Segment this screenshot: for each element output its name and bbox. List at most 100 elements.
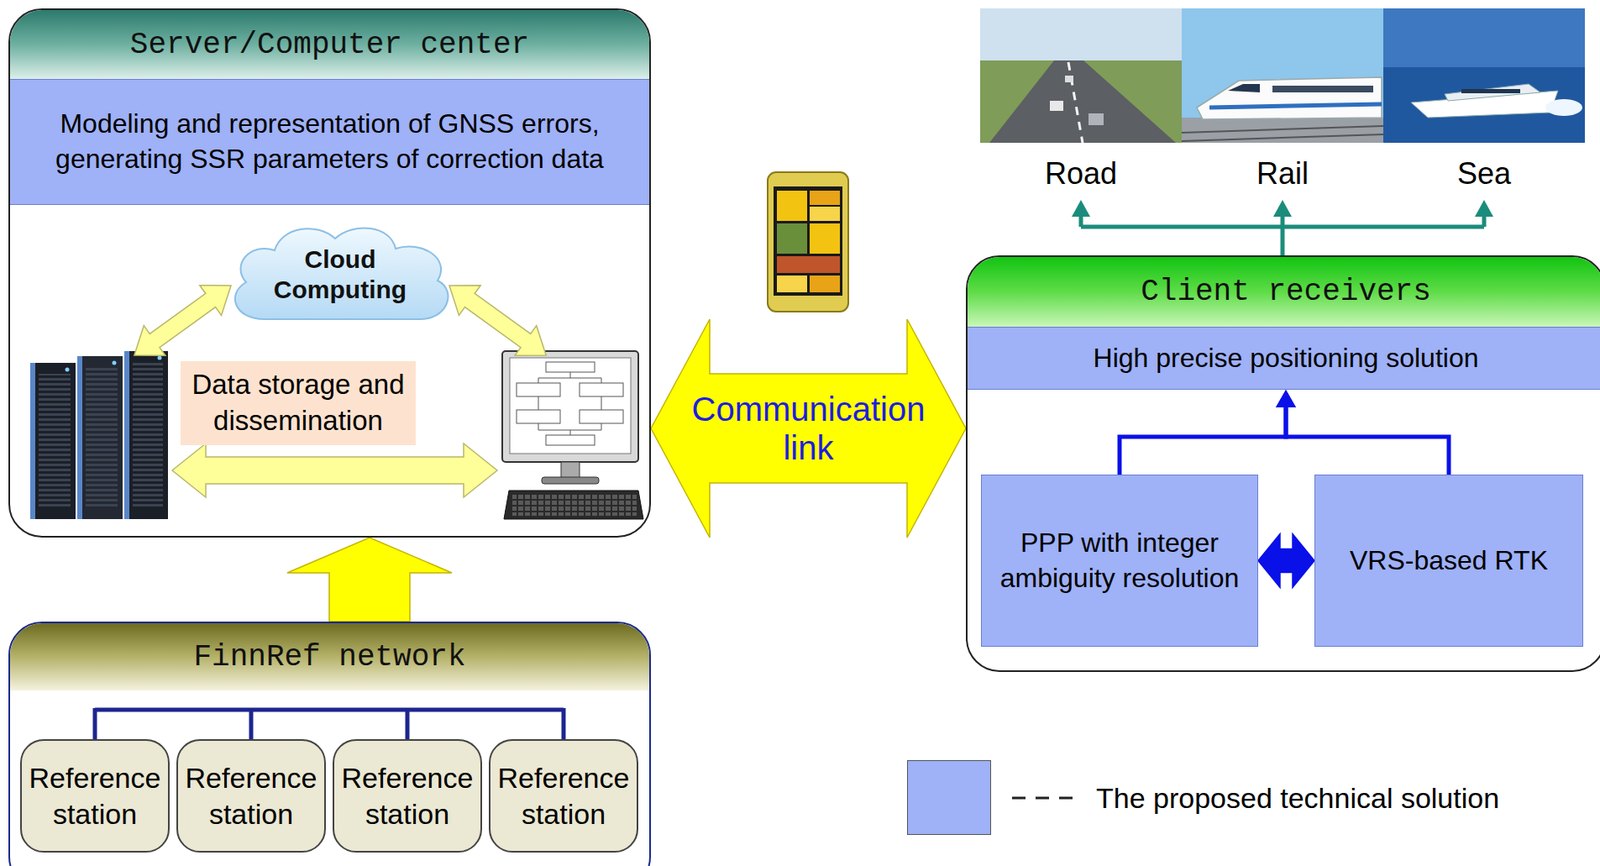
road-photo — [1049, 100, 1064, 111]
server-rack — [77, 356, 83, 520]
legend-dash-sample — [1012, 797, 1080, 799]
block-arrow — [650, 319, 966, 538]
block-arrow — [1258, 534, 1315, 588]
solution-band: High precise positioning solution — [967, 326, 1600, 390]
box-text: Reference station — [495, 760, 632, 832]
link-label: Communication link — [682, 389, 935, 467]
network-panel: FinnRef networkReference station Referenc… — [8, 621, 651, 866]
smartphone-icon — [767, 172, 849, 312]
block-arrow — [287, 537, 452, 622]
panel-header: Server/Computer center — [10, 10, 650, 79]
server-rack — [112, 361, 117, 366]
arrow-head — [1275, 389, 1296, 408]
rail-photo — [1181, 125, 1384, 133]
smartphone-icon — [809, 206, 840, 221]
mode-label: Sea — [1391, 156, 1577, 191]
server-rack — [30, 362, 36, 520]
sea-photo — [1383, 67, 1585, 143]
server-rack — [30, 362, 76, 520]
computer-monitor — [503, 490, 644, 520]
road-photo — [1064, 75, 1074, 83]
server-rack — [132, 361, 163, 509]
flow-arrow — [1119, 406, 1286, 475]
sea-photo — [1383, 8, 1585, 68]
computer-monitor — [538, 372, 602, 436]
server-center-panel: Server/Computer centerModeling and repre… — [8, 8, 651, 538]
smartphone-icon — [809, 275, 840, 293]
box-text: Reference station — [339, 760, 476, 832]
data-flow-arrows — [123, 270, 242, 371]
computer-monitor — [561, 461, 580, 479]
box-text: High precise positioning solution — [1093, 340, 1480, 377]
block-arrow — [1258, 534, 1315, 588]
computer-monitor — [579, 382, 624, 397]
rail-photo — [1181, 134, 1384, 142]
flow-arrow — [1285, 406, 1449, 475]
station-box: Reference station — [176, 739, 326, 853]
smartphone-icon — [776, 223, 808, 254]
storage-box: Data storage and dissemination — [180, 361, 416, 446]
arrow-head — [1275, 389, 1296, 408]
cloud-shape: Cloud Computing — [222, 220, 458, 330]
server-rack — [30, 351, 168, 520]
mode-arrows — [1474, 199, 1494, 217]
server-rack — [65, 367, 70, 373]
computer-monitor — [545, 435, 595, 446]
server-rack — [124, 351, 130, 520]
rail-photo — [1209, 104, 1382, 108]
station-box: Reference station — [332, 739, 483, 853]
legend-text: The proposed technical solution — [1096, 781, 1500, 815]
client-panel: Client receiversHigh precise positioning… — [965, 255, 1600, 672]
process-band: Modeling and representation of GNSS erro… — [10, 78, 650, 205]
road-photo — [1088, 113, 1104, 126]
rail-photo — [1181, 117, 1384, 143]
cloud-outline — [235, 228, 449, 320]
smartphone-icon — [776, 256, 840, 273]
smartphone-icon — [767, 172, 849, 312]
box-text: Modeling and representation of GNSS erro… — [21, 106, 638, 177]
road-photo — [1068, 62, 1083, 143]
block-arrow — [287, 537, 452, 622]
mode-label: Rail — [1190, 156, 1375, 191]
mode-arrows — [1071, 199, 1494, 256]
computer-monitor — [512, 493, 637, 516]
method-box: VRS-based RTK — [1314, 474, 1584, 647]
box-text: Cloud Computing — [264, 244, 416, 305]
station-bus — [94, 708, 564, 740]
computer-monitor — [502, 351, 644, 520]
box-text: VRS-based RTK — [1349, 543, 1548, 579]
road-photo — [989, 60, 1176, 143]
sea-photo — [1545, 99, 1583, 116]
panel-header: FinnRef network — [10, 623, 650, 691]
panel-header: Client receivers — [967, 257, 1600, 327]
mode-label: Road — [988, 156, 1174, 191]
smartphone-icon — [809, 223, 840, 254]
computer-monitor — [516, 409, 561, 424]
computer-monitor — [545, 361, 595, 373]
computer-monitor — [579, 409, 624, 424]
rail-photo — [1181, 8, 1384, 143]
smartphone-icon — [809, 190, 840, 205]
computer-monitor — [516, 361, 624, 446]
smartphone-icon — [776, 190, 808, 221]
box-text: PPP with integer ambiguity resolution — [991, 525, 1248, 596]
rail-photo — [1196, 77, 1382, 120]
mode-arrows — [1273, 199, 1292, 217]
block-arrow — [650, 319, 966, 538]
panel-title: Client receivers — [1140, 274, 1432, 310]
legend-dash-sample — [1012, 797, 1080, 800]
rail-photo — [1181, 8, 1384, 143]
mode-arrows — [1071, 199, 1091, 217]
road-photo — [980, 60, 1182, 143]
computer-monitor — [509, 357, 631, 454]
station-box: Reference station — [488, 739, 639, 853]
server-rack — [124, 351, 168, 520]
rail-photo — [1227, 83, 1260, 93]
server-rack — [85, 367, 118, 509]
road-photo — [980, 8, 1182, 143]
flow-arrow — [1275, 389, 1449, 475]
sea-photo — [1444, 83, 1541, 101]
box-text: Reference station — [183, 760, 320, 832]
data-flow-arrows — [172, 443, 498, 498]
